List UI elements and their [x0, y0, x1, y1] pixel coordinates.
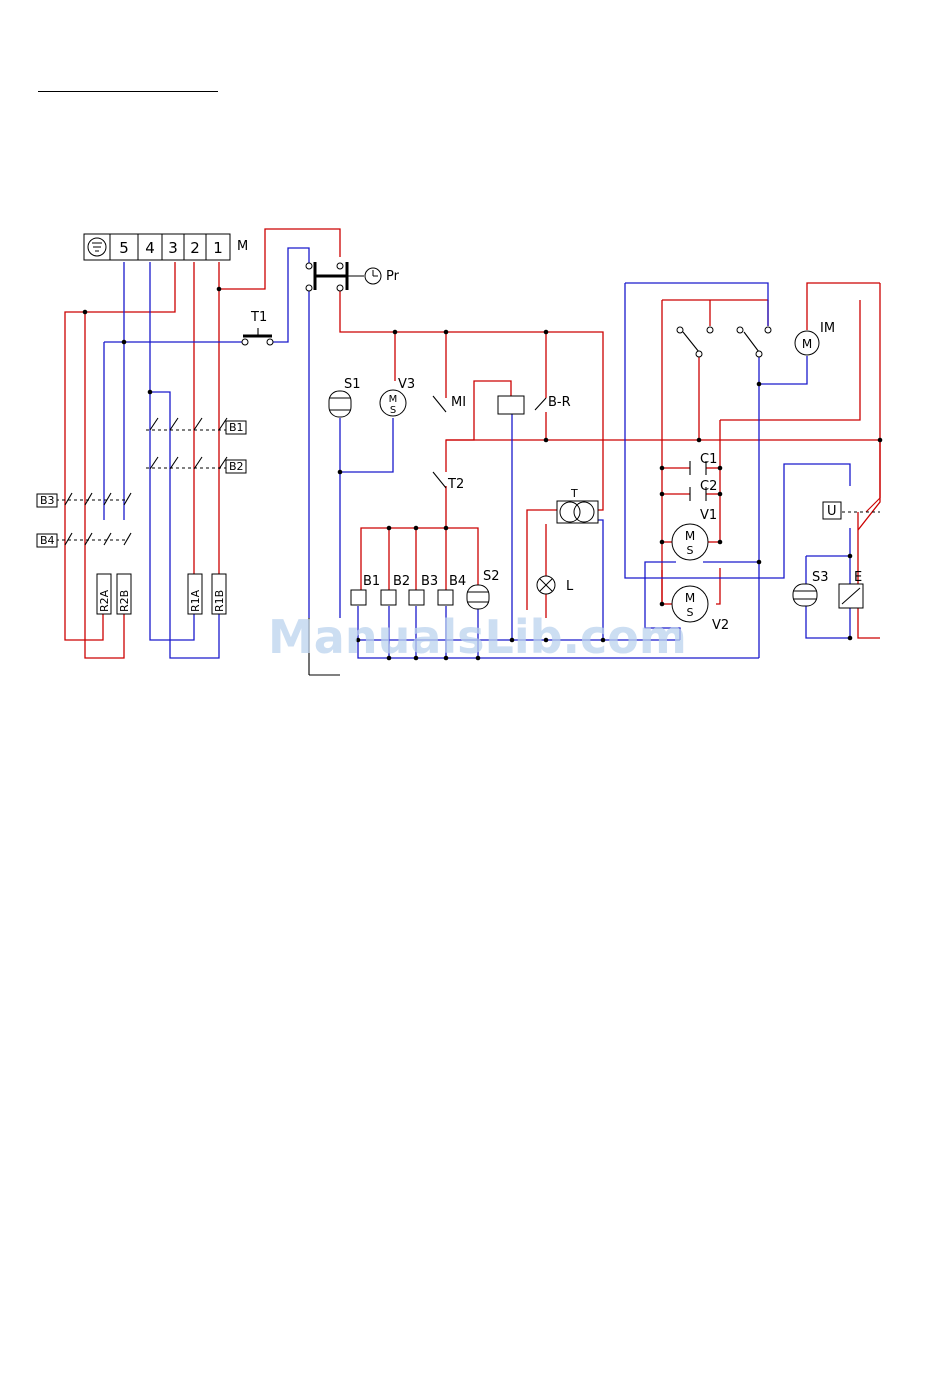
label-im: IM [820, 321, 835, 336]
title-underline [38, 91, 218, 92]
terminal-4: 4 [145, 239, 155, 257]
sensor-s3 [793, 584, 817, 606]
earth-ground-icon [88, 238, 106, 256]
resistor-r2a: R2A [98, 589, 111, 612]
label-br: B-R [548, 395, 571, 410]
label-c1: C1 [700, 452, 717, 467]
label-e: E [854, 570, 862, 585]
coil-b3: B3 [421, 574, 438, 589]
lamp-icon [537, 576, 555, 594]
motor-im-icon: M [795, 331, 819, 355]
label-v3: V3 [398, 377, 415, 392]
terminal-3: 3 [168, 239, 178, 257]
motor-v1-icon: M S [672, 524, 708, 560]
watermark: ManualsLib.com [268, 610, 687, 664]
resistor-r1b: R1B [213, 590, 226, 612]
sensor-s1 [329, 391, 351, 417]
label-t: T [570, 487, 578, 500]
tag-b3: B3 [40, 494, 55, 507]
terminal-block-label: M [237, 239, 248, 254]
label-v1: V1 [700, 508, 717, 523]
sensor-s2 [467, 585, 489, 609]
label-u: U [827, 504, 837, 519]
coil-b2: B2 [393, 574, 410, 589]
terminal-1: 1 [213, 239, 223, 257]
v1-s: S [687, 544, 694, 557]
relay-coils [351, 590, 453, 605]
coil-b4: B4 [449, 574, 466, 589]
tag-b1: B1 [229, 421, 244, 434]
valve-e-icon [839, 584, 863, 608]
label-mi: MI [451, 395, 466, 410]
relay-tags [37, 421, 246, 547]
label-l: L [566, 579, 574, 594]
timer-icon [365, 268, 381, 284]
label-t2: T2 [447, 477, 464, 492]
terminal-2: 2 [190, 239, 200, 257]
terminal-5: 5 [119, 239, 129, 257]
coil-b1: B1 [363, 574, 380, 589]
terminal-block: 5 4 3 2 1 M [84, 234, 248, 260]
v2-s: S [687, 606, 694, 619]
transformer-icon [557, 501, 598, 523]
resistor-r2b: R2B [118, 590, 131, 612]
label-s3: S3 [812, 570, 829, 585]
v3-s: S [390, 405, 396, 416]
label-v2: V2 [712, 618, 729, 633]
label-s2: S2 [483, 569, 500, 584]
tag-b4: B4 [40, 534, 55, 547]
label-t1: T1 [250, 310, 267, 325]
label-s1: S1 [344, 377, 361, 392]
v1-m: M [685, 529, 695, 543]
label-c2: C2 [700, 479, 717, 494]
relay-coil-br [498, 396, 524, 414]
resistor-r1a: R1A [189, 589, 202, 612]
tag-b2: B2 [229, 460, 244, 473]
v2-m: M [685, 591, 695, 605]
heating-resistors [97, 574, 226, 614]
motor-v3-icon: M S [380, 390, 406, 416]
v3-m: M [389, 394, 398, 405]
im-m: M [802, 337, 812, 351]
label-pr: Pr [386, 269, 400, 284]
